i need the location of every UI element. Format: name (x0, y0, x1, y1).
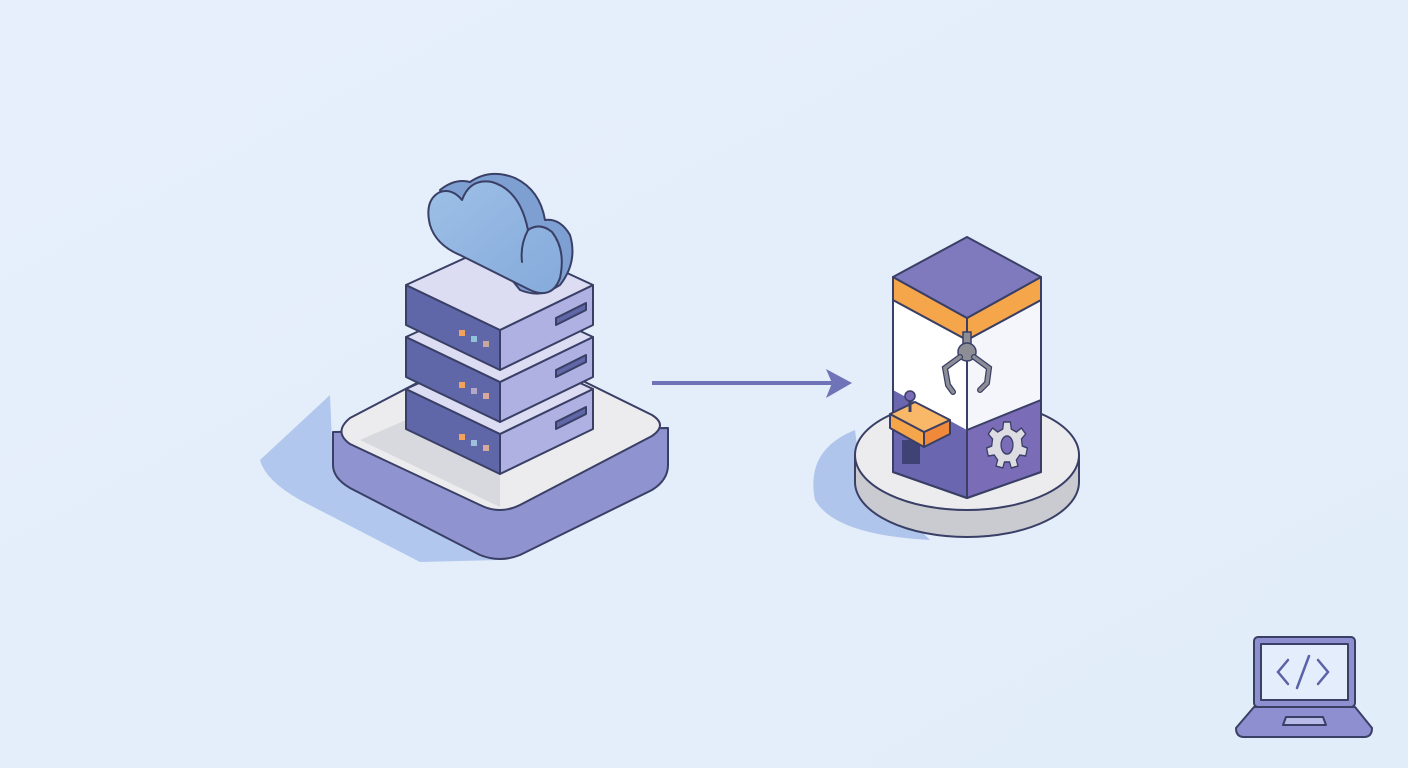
arrow-right-icon (652, 369, 852, 398)
drive-slot (555, 302, 587, 326)
coin-slot (902, 440, 920, 464)
status-led (471, 336, 477, 342)
status-led (459, 434, 465, 440)
status-led (483, 341, 489, 347)
joystick-panel (889, 390, 951, 464)
server-unit-1 (405, 241, 594, 371)
claw-icon (941, 331, 993, 395)
status-led (471, 388, 477, 394)
laptop-code-icon (1235, 636, 1373, 738)
claw-machine-group (813, 236, 1080, 540)
gear-icon (985, 421, 1029, 469)
joystick-icon (904, 390, 916, 402)
status-led (483, 445, 489, 451)
drive-slot (555, 406, 587, 430)
status-led (483, 393, 489, 399)
cloud-icon (427, 172, 574, 295)
status-led (459, 330, 465, 336)
status-led (459, 382, 465, 388)
drive-slot (555, 354, 587, 378)
platform-shade (360, 420, 500, 507)
top-roof (892, 236, 1042, 319)
platform-shadow (260, 395, 500, 562)
status-led (471, 440, 477, 446)
server-group (260, 172, 669, 562)
